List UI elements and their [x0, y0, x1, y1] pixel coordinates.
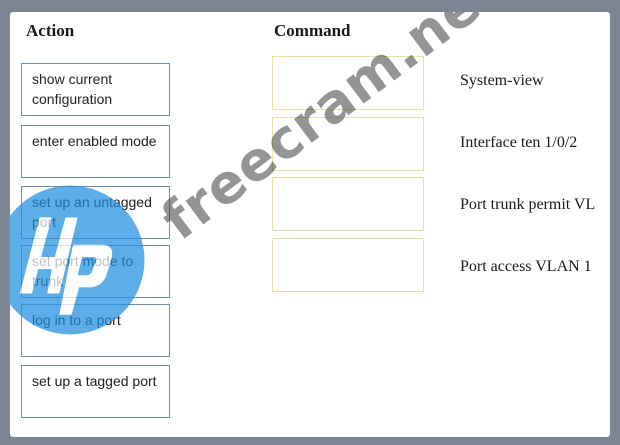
action-item-login-port[interactable]: log in to a port: [21, 304, 170, 357]
action-item-tagged-port[interactable]: set up a tagged port: [21, 365, 170, 418]
command-drop-target-4[interactable]: [272, 238, 424, 292]
drag-drop-panel: Action Command show current configuratio…: [10, 12, 610, 437]
action-item-show-config[interactable]: show current configuration: [21, 63, 170, 116]
command-label-interface: Interface ten 1/0/2: [460, 134, 578, 151]
command-drop-target-2[interactable]: [272, 117, 424, 171]
command-drop-target-1[interactable]: [272, 56, 424, 110]
action-item-untagged-port[interactable]: set up an untagged port: [21, 186, 170, 239]
command-label-trunk-permit: Port trunk permit VL: [460, 196, 596, 213]
action-heading: Action: [26, 21, 75, 40]
command-label-system-view: System-view: [460, 72, 544, 89]
command-heading: Command: [274, 21, 351, 40]
command-drop-target-3[interactable]: [272, 177, 424, 231]
action-item-enable-mode[interactable]: enter enabled mode: [21, 125, 170, 178]
action-item-trunk-mode[interactable]: set port mode to trunk: [21, 245, 170, 298]
command-label-access-vlan: Port access VLAN 1: [460, 258, 592, 275]
